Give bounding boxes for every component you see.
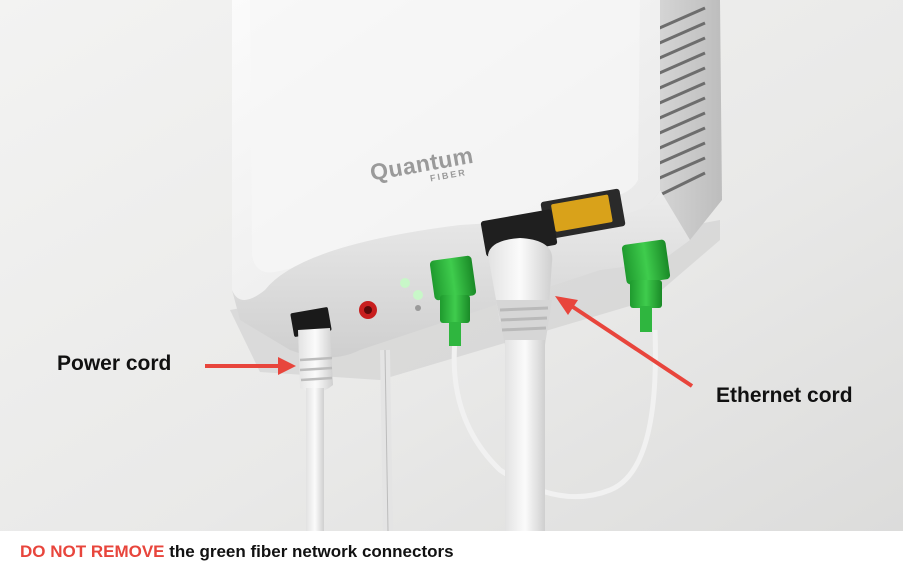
ethernet-cord-arrow <box>555 296 694 388</box>
fiber-loop-cable <box>451 329 658 500</box>
router-photo <box>0 0 903 531</box>
green-fiber-connector-right <box>621 239 671 332</box>
status-led-1 <box>400 278 410 288</box>
power-cable <box>298 328 333 531</box>
warning-caption: DO NOT REMOVE the green fiber network co… <box>20 542 454 562</box>
power-cord-label: Power cord <box>57 352 172 375</box>
ethernet-cord-label: Ethernet cord <box>716 384 853 407</box>
power-cord-arrow <box>205 357 296 375</box>
green-fiber-connector-left <box>429 255 477 346</box>
vent-grille <box>654 6 706 197</box>
ethernet-cable <box>488 238 553 531</box>
caption-warning-text: DO NOT REMOVE <box>20 542 165 561</box>
caption-rest-text: the green fiber network connectors <box>164 542 454 561</box>
status-led-2 <box>413 290 423 300</box>
router-illustration <box>0 0 903 531</box>
